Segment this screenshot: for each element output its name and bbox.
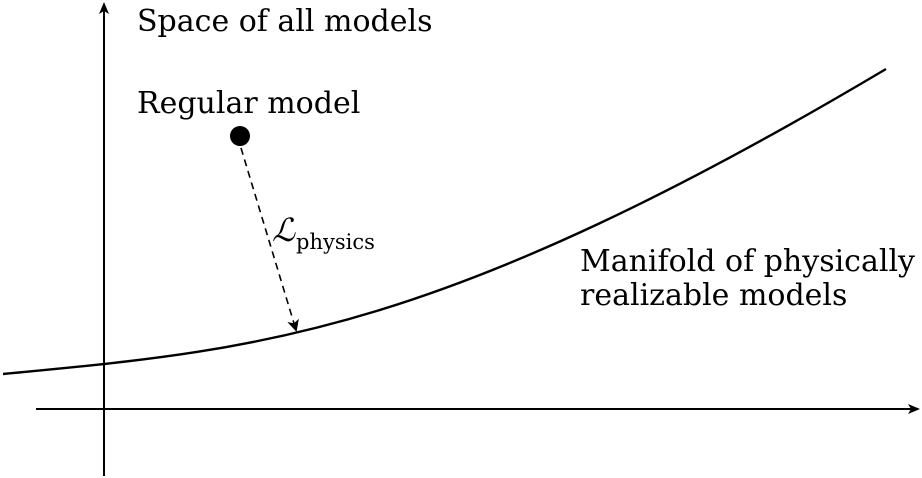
loss-subscript: physics xyxy=(296,230,375,254)
space-of-all-models-label: Space of all models xyxy=(137,4,433,39)
physics-loss-arrow xyxy=(240,147,299,332)
regular-model-label: Regular model xyxy=(137,86,361,121)
manifold-curve xyxy=(2,67,887,376)
loss-symbol: ℒ xyxy=(272,211,296,249)
manifold-label-line-1: Manifold of physically xyxy=(580,244,916,279)
manifold-label-line-2: realizable models xyxy=(580,278,848,313)
regular-model-point xyxy=(230,126,250,146)
manifold-label: Manifold of physically realizable models xyxy=(580,245,915,313)
physics-loss-label: ℒphysics xyxy=(272,214,375,253)
